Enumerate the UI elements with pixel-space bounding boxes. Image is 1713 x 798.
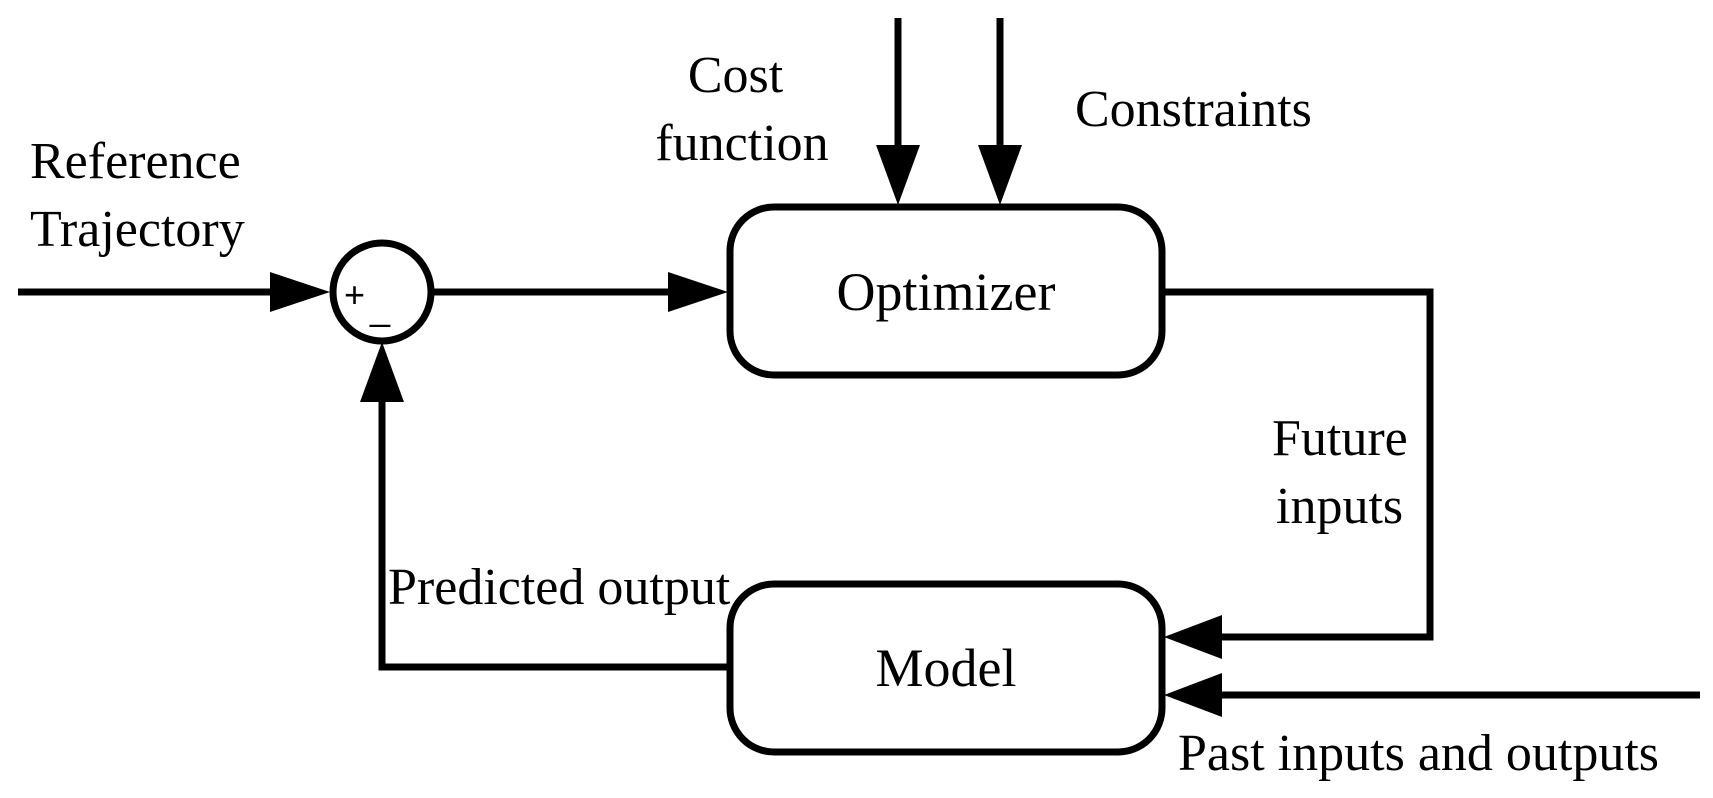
cost-function-arrowhead (876, 145, 920, 205)
cost-function-label: Cost function (655, 47, 828, 172)
future-inputs-wire (1162, 288, 1434, 641)
constraints-arrowhead (978, 145, 1022, 205)
past-inputs-outputs-arrowhead (1164, 673, 1222, 717)
junction-minus-sign: _ (369, 287, 391, 328)
optimizer-label: Optimizer (837, 262, 1056, 322)
model-label: Model (876, 638, 1017, 698)
reference-input-arrowhead (270, 272, 330, 312)
future-inputs-label-line-1: Future (1272, 410, 1408, 467)
reference-label-line-2: Trajectory (30, 201, 245, 258)
error-signal-arrowhead (668, 272, 728, 312)
predicted-output-wire (378, 395, 730, 671)
cost-function-label-line-1: Cost (688, 47, 784, 104)
predicted-output-label: Predicted output (388, 559, 731, 616)
future-inputs-label: Future inputs (1272, 410, 1421, 535)
junction-plus-sign: + (344, 274, 365, 315)
reference-trajectory-label: Reference Trajectory (30, 133, 254, 258)
future-inputs-arrowhead (1164, 615, 1222, 659)
reference-label-line-1: Reference (30, 133, 241, 190)
constraints-label: Constraints (1075, 81, 1312, 138)
past-inputs-outputs-label: Past inputs and outputs (1178, 725, 1659, 782)
predicted-output-arrowhead (360, 342, 404, 402)
future-inputs-label-line-2: inputs (1276, 478, 1403, 535)
cost-function-label-line-2: function (655, 115, 828, 172)
